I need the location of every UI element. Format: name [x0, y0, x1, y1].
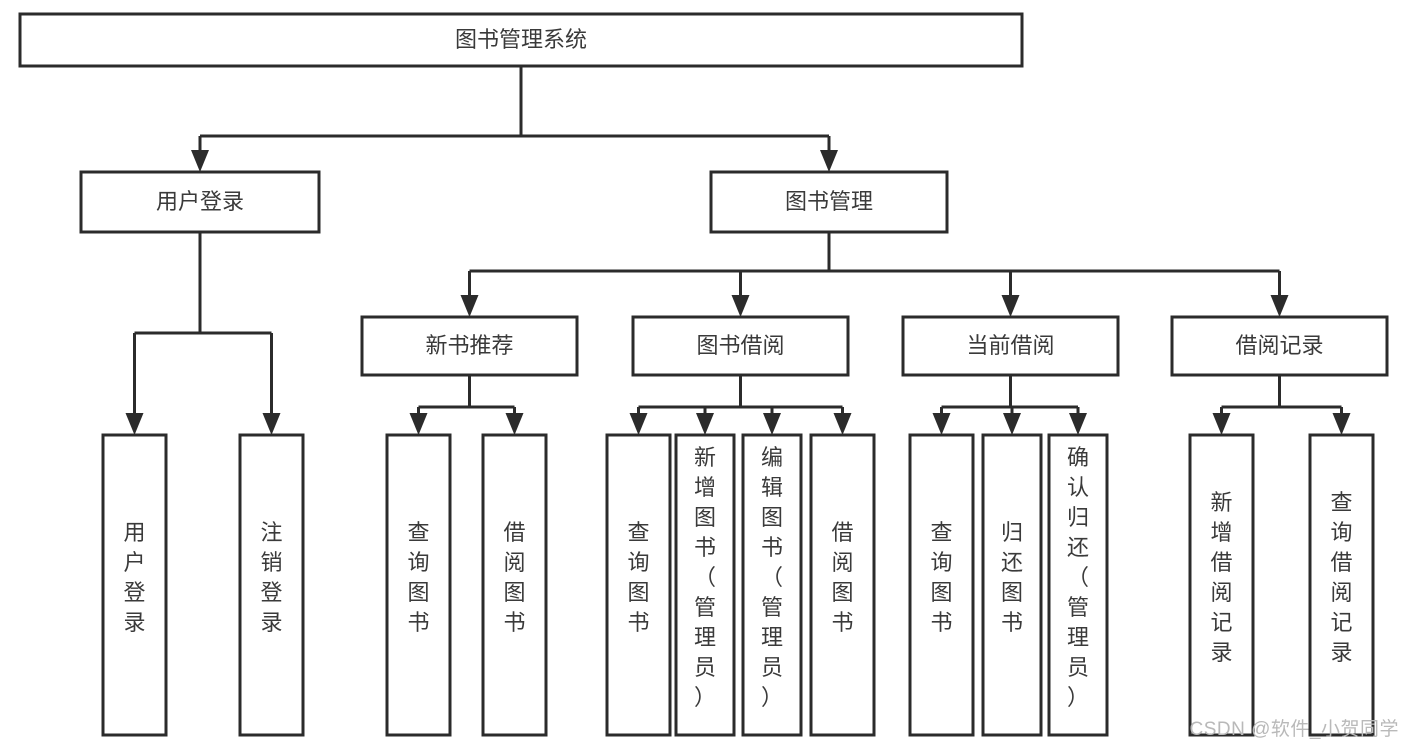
arrow-head-icon — [1332, 413, 1351, 435]
arrow-head-icon — [460, 295, 479, 317]
arrow-head-icon — [505, 413, 524, 435]
node-new-book-recommend[interactable]: 新书推荐 — [360, 315, 579, 377]
node-leaf-return-book[interactable]: 归还图书 — [981, 433, 1043, 737]
arrow-head-icon — [409, 413, 428, 435]
node-box — [981, 433, 1043, 737]
arrow-head-icon — [1270, 295, 1289, 317]
node-box — [238, 433, 305, 737]
node-label: 借阅记录 — [1235, 333, 1323, 358]
arrow-head-icon — [629, 413, 648, 435]
node-borrow-record[interactable]: 借阅记录 — [1170, 315, 1389, 377]
edge-group-book-manage — [460, 232, 1289, 317]
arrow-head-icon — [731, 295, 750, 317]
diagram-nodes: 图书管理系统用户登录图书管理新书推荐图书借阅当前借阅借阅记录用户登录注销登录查询… — [18, 12, 1389, 737]
node-box — [605, 433, 672, 737]
arrow-head-icon — [1001, 295, 1020, 317]
edge-group-user-login — [125, 232, 281, 435]
node-label: 编辑图书（管理员） — [761, 445, 783, 710]
node-leaf-user-login[interactable]: 用户登录 — [101, 433, 168, 737]
node-box — [101, 433, 168, 737]
node-box — [908, 433, 975, 737]
node-box — [385, 433, 452, 737]
node-box — [18, 12, 1024, 68]
edge-group-current-borrow — [932, 375, 1087, 435]
node-leaf-edit-book[interactable]: 编辑图书（管理员） — [741, 433, 803, 737]
node-label: 查询图书 — [407, 520, 429, 635]
node-leaf-borrow-book-1[interactable]: 借阅图书 — [481, 433, 548, 737]
node-label: 确认归还（管理员） — [1067, 445, 1089, 710]
edge-group-book-borrow — [629, 375, 852, 435]
node-label: 查询图书 — [627, 520, 649, 635]
node-box — [360, 315, 579, 377]
node-label: 图书借阅 — [696, 333, 784, 358]
node-label: 用户登录 — [156, 189, 244, 214]
arrow-head-icon — [1069, 413, 1087, 435]
node-label: 新增图书（管理员） — [694, 445, 716, 710]
arrow-head-icon — [833, 413, 852, 435]
node-box — [1170, 315, 1389, 377]
node-box — [809, 433, 876, 737]
arrow-head-icon — [696, 413, 714, 435]
node-leaf-borrow-book-2[interactable]: 借阅图书 — [809, 433, 876, 737]
node-leaf-query-book-2[interactable]: 查询图书 — [605, 433, 672, 737]
node-book-borrow[interactable]: 图书借阅 — [631, 315, 850, 377]
node-box — [741, 433, 803, 737]
node-label: 借阅图书 — [503, 520, 525, 635]
node-label: 新增借阅记录 — [1210, 490, 1232, 665]
node-user-login[interactable]: 用户登录 — [79, 170, 321, 234]
node-label: 查询图书 — [930, 520, 952, 635]
arrow-head-icon — [820, 150, 838, 172]
node-label: 当前借阅 — [966, 333, 1054, 358]
node-box — [631, 315, 850, 377]
node-label: 查询借阅记录 — [1330, 490, 1352, 665]
node-box — [1188, 433, 1255, 737]
arrow-head-icon — [125, 413, 144, 435]
node-label: 新书推荐 — [425, 333, 513, 358]
node-box — [79, 170, 321, 234]
connector-edges — [125, 66, 1351, 435]
node-box — [481, 433, 548, 737]
node-box — [901, 315, 1120, 377]
node-label: 借阅图书 — [831, 520, 853, 635]
node-leaf-query-record[interactable]: 查询借阅记录 — [1308, 433, 1375, 737]
node-label: 图书管理 — [785, 189, 873, 214]
node-leaf-add-book[interactable]: 新增图书（管理员） — [674, 433, 736, 737]
node-box — [1308, 433, 1375, 737]
arrow-head-icon — [1212, 413, 1231, 435]
edge-group-new-book-recommend — [409, 375, 524, 435]
edge-group-root — [191, 66, 838, 172]
edge-group-borrow-record — [1212, 375, 1351, 435]
node-box — [1047, 433, 1109, 737]
arrow-head-icon — [191, 150, 209, 172]
arrow-head-icon — [763, 413, 781, 435]
node-label: 归还图书 — [1001, 520, 1023, 635]
arrow-head-icon — [1003, 413, 1021, 435]
node-leaf-confirm-return[interactable]: 确认归还（管理员） — [1047, 433, 1109, 737]
node-box — [709, 170, 949, 234]
node-root[interactable]: 图书管理系统 — [18, 12, 1024, 68]
node-book-manage[interactable]: 图书管理 — [709, 170, 949, 234]
node-current-borrow[interactable]: 当前借阅 — [901, 315, 1120, 377]
node-leaf-logout[interactable]: 注销登录 — [238, 433, 305, 737]
arrow-head-icon — [262, 413, 281, 435]
arrow-head-icon — [932, 413, 951, 435]
node-box — [674, 433, 736, 737]
node-label: 用户登录 — [123, 520, 145, 635]
node-leaf-add-record[interactable]: 新增借阅记录 — [1188, 433, 1255, 737]
node-leaf-query-book-3[interactable]: 查询图书 — [908, 433, 975, 737]
node-label: 注销登录 — [260, 520, 282, 635]
node-leaf-query-book-1[interactable]: 查询图书 — [385, 433, 452, 737]
node-label: 图书管理系统 — [455, 27, 587, 52]
